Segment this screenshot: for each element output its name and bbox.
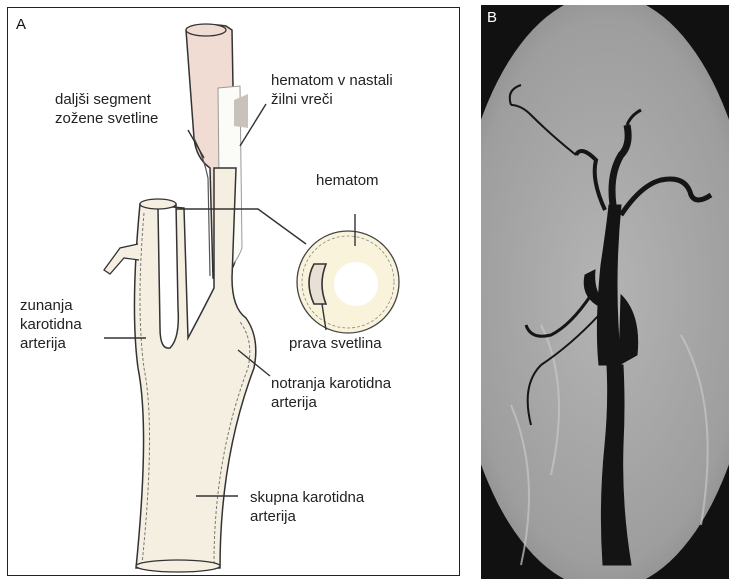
vessel-opening-top	[186, 24, 226, 36]
label-common-carotid: skupna karotidna arterija	[250, 488, 364, 526]
label-distal-segment: daljši segment zožene svetline	[55, 90, 158, 128]
angiogram-panel-b: B	[481, 5, 729, 579]
label-external-carotid: zunanja karotidna arterija	[20, 296, 82, 353]
external-carotid-branch	[104, 244, 139, 274]
diagram-panel-a: A	[7, 7, 460, 576]
vessel-opening-top-left	[140, 199, 176, 209]
hematoma-core	[334, 262, 378, 306]
cross-section	[297, 231, 399, 333]
panel-b-letter: B	[487, 9, 497, 26]
label-internal-carotid: notranja karotidna arterija	[271, 374, 391, 412]
angiogram-image	[481, 5, 729, 579]
label-true-lumen: prava svetlina	[289, 334, 382, 353]
label-hematoma-sac: hematom v nastali žilni vreči	[271, 71, 393, 109]
label-hematoma: hematom	[316, 171, 379, 190]
hematoma-dark-band	[234, 94, 248, 128]
vessel-opening-bottom	[136, 560, 220, 572]
